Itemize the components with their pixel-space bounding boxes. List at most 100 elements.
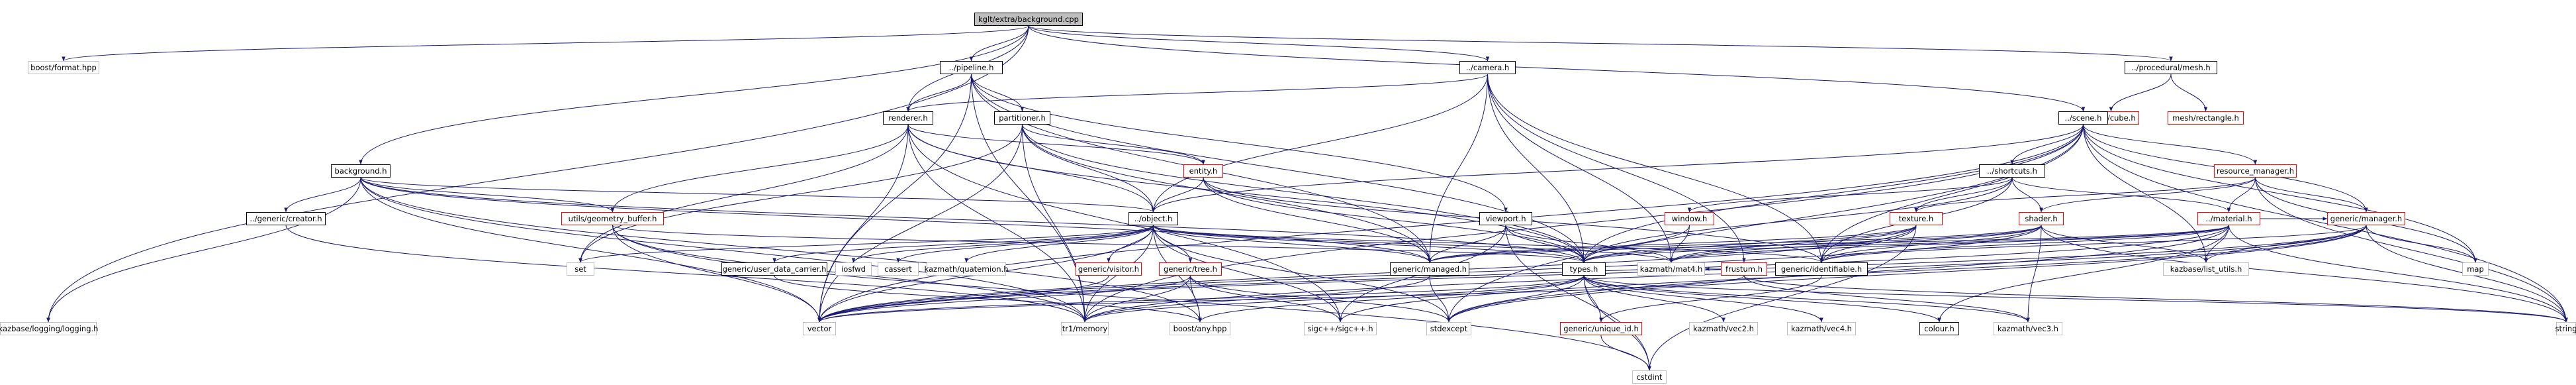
edge-object-to-user_data [772,225,1154,263]
node-identifiable[interactable]: generic/identifiable.h [1775,262,1868,276]
edge-types-to-vector [817,275,1585,323]
node-vec2: kazmath/vec2.h [1689,322,1758,335]
node-managed[interactable]: generic/managed.h [1390,262,1469,276]
node-box [1919,322,1959,335]
edge-background_h-to-logging [46,177,361,323]
edge-object-to-sigc [1153,225,1342,323]
edge-viewport-to-managed [1428,225,1506,263]
node-list_utils: kazbase/list_utils.h [2163,262,2249,276]
node-pipeline[interactable]: ../pipeline.h [940,61,1003,74]
node-label: ../camera.h [1466,63,1510,72]
node-box [1787,322,1856,335]
edge-partitioner-to-object [1022,124,1156,213]
node-label: generic/identifiable.h [1781,264,1862,274]
edge-geom_buffer-to-vector [612,225,821,323]
edge-background_h-to-boost_any [360,177,1202,323]
edge-scene-to-shortcuts [2010,124,2084,165]
node-colour[interactable]: colour.h [1919,322,1959,335]
node-label: entity.h [1189,166,1218,176]
edge-texture-to-identifiable [1819,225,1917,263]
node-string: string [2555,322,2576,335]
edge-shader-to-types [1582,225,2042,263]
node-frustum[interactable]: frustum.h [1721,262,1767,276]
edge-camera-to-identifiable [1487,74,1823,263]
node-box [28,61,99,74]
edge-geom_buffer-to-types [612,225,1586,263]
node-scene[interactable]: ../scene.h [2058,111,2108,125]
edge-object-to-iosfwd [851,225,1154,263]
edge-root-to-camera [1028,25,1490,62]
node-entity[interactable]: entity.h [1183,164,1223,178]
node-unique_id[interactable]: generic/unique_id.h [1560,322,1642,335]
node-proc_mesh[interactable]: ../procedural/mesh.h [2125,61,2217,74]
node-root[interactable]: kglt/extra/background.cpp [974,13,1083,26]
node-box [1665,212,1714,225]
node-types[interactable]: types.h [1562,262,1606,276]
edge-entity-to-managed [1203,177,1432,263]
node-box [994,111,1050,125]
edge-window-to-types [1582,225,1690,263]
edge-types-to-boost_any [1198,275,1585,323]
edge-object-to-quaternion [964,225,1154,263]
node-box [1170,322,1230,335]
edge-camera-to-managed [1428,74,1488,263]
node-label: iosfwd [841,264,866,274]
node-renderer[interactable]: renderer.h [883,111,933,125]
node-logging: kazbase/logging/logging.h [0,322,98,335]
node-label: kazbase/logging/logging.h [0,324,98,333]
node-box [2125,61,2217,74]
node-box [721,262,827,276]
node-box [1775,262,1868,276]
edge-generic_manager-to-identifiable [1819,225,2367,263]
node-box [878,262,919,276]
node-background_h[interactable]: background.h [331,164,391,178]
node-shader[interactable]: shader.h [2019,212,2064,225]
node-sigc: sigc++/sigc++.h [1304,322,1377,335]
edges [46,25,2568,371]
node-mesh_rect[interactable]: mesh/rectangle.h [2168,111,2244,125]
node-label: tr1/memory [1062,324,1108,333]
node-label: background.h [335,166,387,176]
edge-tree-to-stdexcept [1190,275,1451,323]
edge-background_h-to-geom_buffer [360,177,615,213]
edge-scene-to-object [1151,124,2084,213]
edge-renderer-to-vector [817,124,909,323]
node-camera[interactable]: ../camera.h [1459,61,1516,74]
edge-managed-to-stdexcept [1429,275,1451,323]
node-label: shader.h [2025,214,2057,223]
edge-unique_id-to-cstdint [1600,335,1651,371]
node-viewport[interactable]: viewport.h [1479,212,1532,225]
node-resource_manager[interactable]: resource_manager.h [2214,164,2297,178]
node-label: boost/any.hpp [1173,324,1227,333]
edge-renderer-to-tr1_memory [907,124,1087,323]
edge-material-to-identifiable [1819,225,2229,263]
node-object[interactable]: ../object.h [1128,212,1178,225]
edge-scene-to-types [1582,124,2084,263]
node-geom_buffer[interactable]: utils/geometry_buffer.h [561,212,664,225]
node-tree[interactable]: generic/tree.h [1159,262,1222,276]
edge-camera-to-renderer [906,74,1488,112]
node-generic_creator[interactable]: ../generic/creator.h [246,212,326,225]
node-box [1632,370,1667,384]
node-label: cassert [884,264,912,274]
node-box [2197,212,2260,225]
edge-resource_manager-to-generic_manager [2255,177,2368,213]
node-partitioner[interactable]: partitioner.h [994,111,1050,125]
node-generic_manager[interactable]: generic/manager.h [2327,212,2405,225]
node-texture[interactable]: texture.h [1890,212,1943,225]
edge-entity-to-object [1151,177,1204,213]
node-shortcuts[interactable]: ../shortcuts.h [1979,164,2045,178]
node-material[interactable]: ../material.h [2197,212,2260,225]
node-label: kazmath/vec4.h [1791,324,1852,333]
node-user_data[interactable]: generic/user_data_carrier.h [721,262,827,276]
node-label: sigc++/sigc++.h [1308,324,1373,333]
node-box [1390,262,1469,276]
node-visitor[interactable]: generic/visitor.h [1076,262,1142,276]
node-label: generic/unique_id.h [1563,324,1638,333]
node-box [1979,164,2045,178]
node-label: string [2555,324,2576,333]
edge-pipeline-to-partitioner [971,74,1025,112]
edge-viewport-to-mat4 [1505,225,1673,263]
node-window[interactable]: window.h [1665,212,1714,225]
node-label: viewport.h [1486,214,1526,223]
